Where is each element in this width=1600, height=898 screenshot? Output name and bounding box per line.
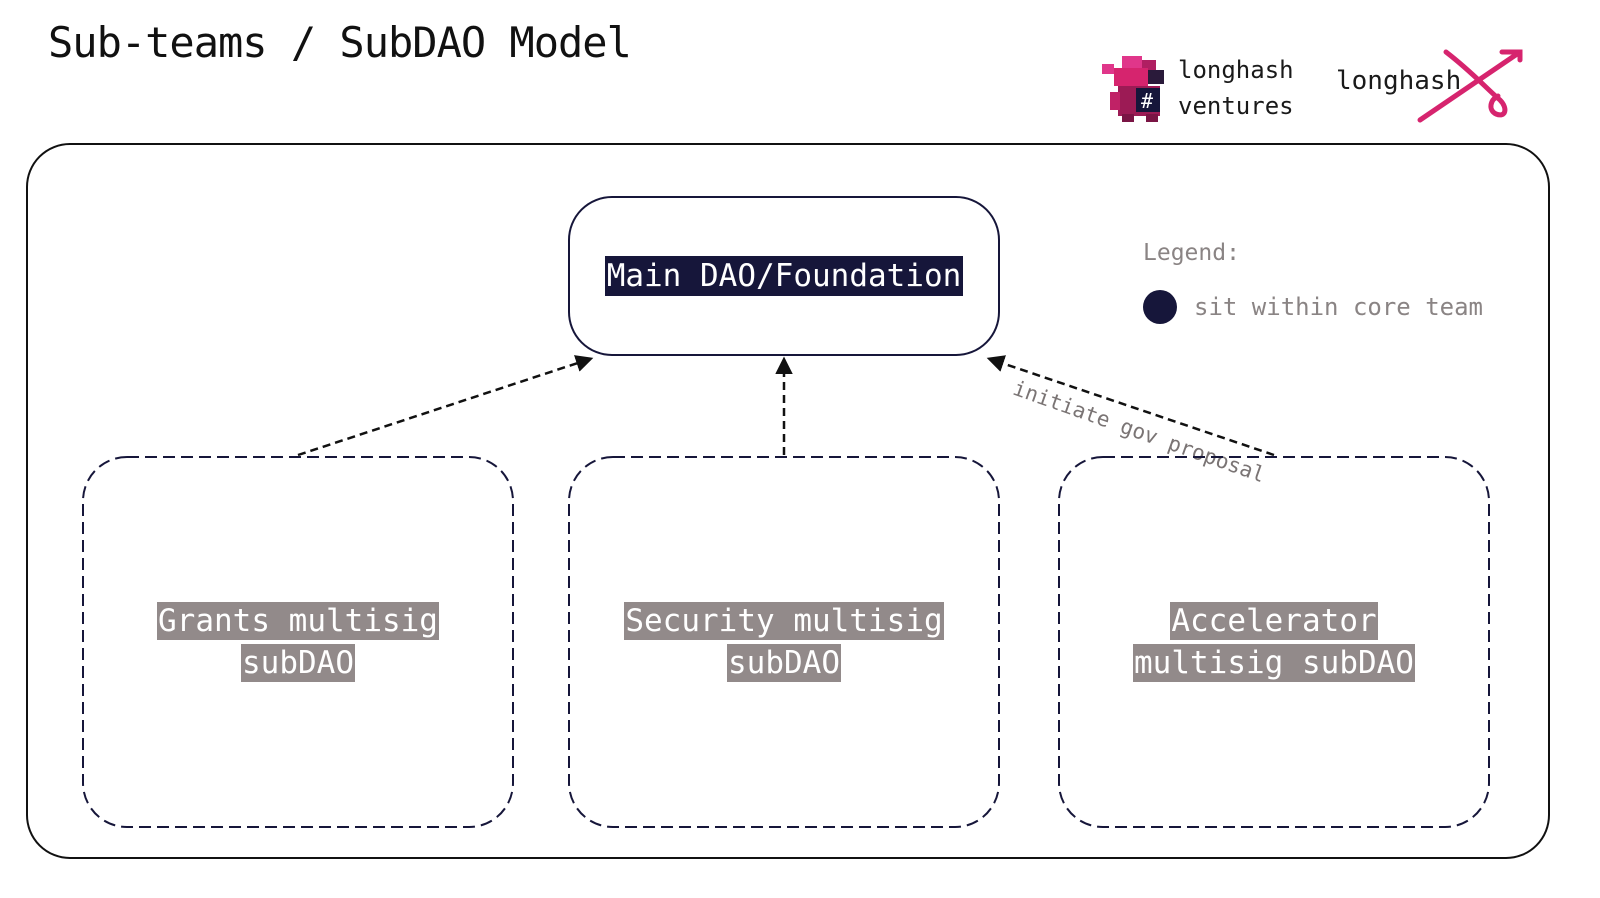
legend-dot-icon (1143, 290, 1177, 324)
subdao-node-grants: Grants multisig subDAO (82, 456, 514, 828)
subdao-border (82, 456, 514, 828)
main-dao-label: Main DAO/Foundation (604, 256, 964, 296)
longhash-ventures-logo: # longhash ventures (1100, 52, 1300, 128)
page-title: Sub-teams / SubDAO Model (48, 18, 632, 67)
legend-title: Legend: (1143, 240, 1240, 266)
svg-text:#: # (1141, 89, 1153, 113)
legend: Legend: sit within core team (1143, 240, 1503, 324)
subdao-node-security: Security multisig subDAO (568, 456, 1000, 828)
main-dao-node: Main DAO/Foundation (568, 196, 1000, 356)
legend-item-core-team: sit within core team (1143, 290, 1483, 324)
subdao-node-accelerator: Accelerator multisig subDAO (1058, 456, 1490, 828)
edge-accelerator-to-main (986, 355, 1275, 457)
subdao-label-security: Security multisig subDAO (624, 602, 944, 682)
subdao-label-grants: Grants multisig subDAO (157, 602, 439, 682)
edge-grants-to-main (297, 355, 594, 457)
subdao-label-accelerator: Accelerator multisig subDAO (1133, 602, 1415, 682)
diagram-frame (26, 143, 1550, 859)
longhash-x-logo: longhash (1336, 48, 1532, 124)
logo-ventures-line1: longhash (1178, 56, 1294, 84)
subdao-border (568, 456, 1000, 828)
legend-item-label: sit within core team (1194, 293, 1483, 321)
logo-ventures-line2: ventures (1178, 92, 1294, 120)
x-mark-icon (1417, 49, 1523, 123)
subdao-border (1058, 456, 1490, 828)
dragon-mascot-icon: # (1102, 56, 1164, 122)
logo-x-text: longhash (1336, 66, 1462, 96)
